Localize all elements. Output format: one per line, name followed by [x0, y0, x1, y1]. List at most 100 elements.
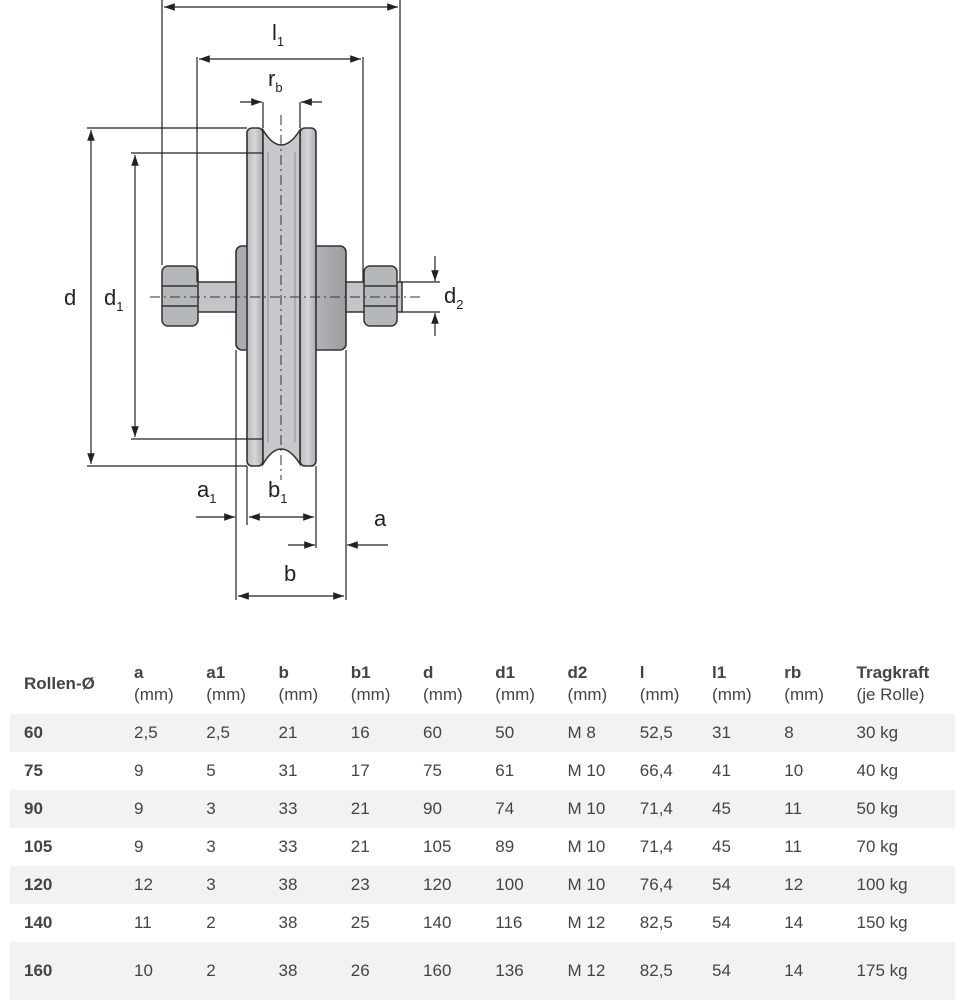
label-b1: b1	[268, 477, 287, 506]
table-cell: 54	[698, 866, 771, 905]
column-header-1: a(mm)	[120, 654, 192, 714]
table-cell: 100 kg	[842, 866, 955, 905]
table-cell: 120	[10, 866, 121, 905]
column-header-symbol: l1	[712, 663, 727, 682]
table-cell: 23	[336, 866, 410, 905]
column-header-unit: (mm)	[639, 685, 680, 705]
column-header-unit: (mm)	[423, 685, 463, 705]
table-cell: 54	[712, 913, 731, 933]
table-cell: 105	[24, 837, 53, 857]
label-d1: d1	[104, 285, 123, 314]
column-header-6: d1 (mm)	[481, 654, 553, 714]
table-cell: 33	[264, 790, 337, 829]
table-cell: 61	[495, 761, 515, 781]
table-cell: 160	[409, 942, 482, 1001]
table-cell: 100	[481, 866, 554, 905]
table-cell: 45	[698, 790, 771, 829]
table-cell: 3	[192, 790, 265, 829]
table-cell: 9	[134, 837, 144, 857]
table-cell: 21	[336, 790, 410, 829]
table-cell: 10	[784, 761, 804, 781]
table-cell: 2	[206, 913, 216, 933]
table-cell: M 12	[567, 913, 606, 933]
table-cell: 21	[264, 714, 337, 753]
label-a1: a1	[197, 477, 216, 506]
table-cell: 160	[10, 942, 121, 1001]
table-cell: 38	[278, 913, 298, 933]
column-header-9: l1(mm)	[698, 654, 770, 714]
table-cell: 140	[24, 913, 53, 933]
table-cell: 52,5	[625, 714, 699, 753]
table-cell: 45	[712, 837, 731, 857]
label-rb: rb	[268, 66, 283, 95]
table-cell: 82,5	[639, 913, 673, 933]
column-header-symbol: Rollen-Ø	[24, 674, 95, 694]
table-cell: 50	[481, 714, 554, 753]
table-cell: 30 kg	[842, 714, 955, 753]
table-cell: 12	[770, 866, 843, 905]
table-cell: 2,5	[120, 714, 193, 753]
label-d2: d2	[444, 283, 463, 312]
table-cell: 14	[770, 942, 843, 1001]
column-header-2: a1 (mm)	[192, 654, 264, 714]
table-cell: 116	[495, 913, 523, 933]
table-cell: 40 kg	[856, 761, 899, 781]
dimension-lines	[87, 0, 440, 600]
column-header-7: d2(mm)	[554, 654, 626, 714]
table-cell: 70 kg	[856, 837, 899, 857]
column-header-symbol: b1	[350, 663, 371, 682]
table-cell: 66,4	[639, 761, 673, 781]
table-cell: 120	[409, 866, 482, 905]
table-cell: 75	[24, 761, 43, 781]
table-cell: M 10	[567, 837, 606, 857]
table-cell: 11	[134, 913, 152, 933]
table-cell: 2,5	[192, 714, 265, 753]
table-cell: 41	[712, 761, 731, 781]
table-cell: 54	[698, 942, 771, 1001]
table-cell: 3	[192, 866, 265, 905]
table-cell: M 12	[553, 942, 626, 1001]
table-cell: M 8	[553, 714, 626, 753]
column-header-symbol: l	[639, 663, 645, 682]
table-cell: 105	[423, 837, 452, 857]
table-cell: 25	[350, 913, 370, 933]
roller-wheel	[235, 127, 347, 467]
column-header-unit: (je Rolle)	[856, 685, 925, 705]
table-cell: 9	[120, 790, 193, 829]
right-nut	[363, 265, 398, 327]
table-cell: 71,4	[639, 837, 673, 857]
table-cell: M 10	[553, 790, 626, 829]
table-cell: 90	[409, 790, 482, 829]
table-cell: 175 kg	[842, 942, 955, 1001]
table-cell: 5	[206, 761, 216, 781]
column-header-symbol: b	[278, 663, 289, 682]
table-cell: 60	[409, 714, 482, 753]
column-header-symbol: d1	[495, 663, 516, 682]
column-header-symbol: d	[423, 663, 434, 682]
column-header-4: b1 (mm)	[337, 654, 409, 714]
roller-spec-table: Rollen-Ø a(mm) a1 (mm) b (mm) b1 (mm) d (mm) d1 (mm…	[10, 654, 955, 1001]
column-header-unit: (mm)	[134, 685, 174, 705]
column-header-symbol: a1	[206, 663, 226, 682]
column-header-unit: (mm)	[784, 685, 824, 705]
table-cell: 9	[134, 761, 144, 781]
column-header-5: d (mm)	[409, 654, 481, 714]
table-cell: 136	[481, 942, 554, 1001]
table-cell: 8	[770, 714, 843, 753]
roller-technical-drawing: l1 rb d d1 d2 a1 b1 a b	[64, 0, 463, 600]
table-cell: 11	[784, 837, 802, 857]
table-cell: 2	[192, 942, 265, 1001]
label-b: b	[284, 561, 296, 586]
column-header-unit: (mm)	[495, 685, 535, 705]
column-header-8: l (mm)	[626, 654, 698, 714]
column-header-symbol: rb	[784, 663, 802, 682]
column-header-unit: (mm)	[567, 685, 608, 705]
table-cell: 82,5	[625, 942, 699, 1001]
table-cell: 33	[278, 837, 298, 857]
column-header-unit: (mm)	[206, 685, 246, 705]
column-header-unit: (mm)	[350, 685, 391, 705]
